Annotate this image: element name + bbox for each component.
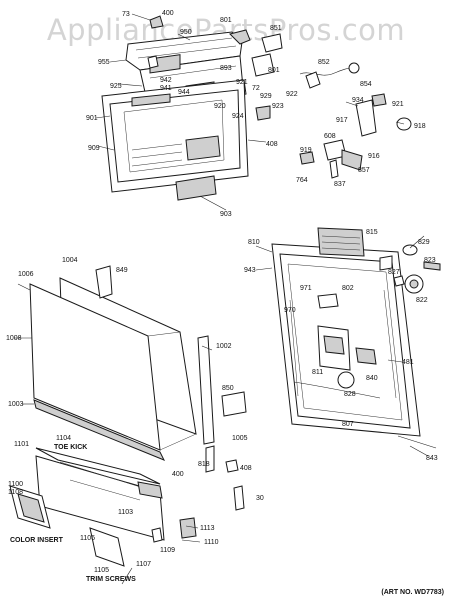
callout-920: 920 (214, 103, 226, 110)
callout-849: 849 (116, 267, 128, 274)
callout-400: 400 (162, 10, 174, 17)
callout-919: 919 (300, 147, 312, 154)
leader-lines (14, 13, 429, 585)
callout-918: 918 (414, 123, 426, 130)
callout-852: 852 (318, 59, 330, 66)
callout-917: 917 (336, 117, 348, 124)
trim-pieces (89, 517, 197, 567)
callout-801b: 801 (268, 67, 280, 74)
callout-893: 893 (220, 65, 232, 72)
callout-944: 944 (178, 89, 190, 96)
callout-823: 823 (424, 257, 436, 264)
callout-850: 850 (222, 385, 234, 392)
callout-807: 807 (342, 421, 354, 428)
callout-1104: 1104 (56, 435, 71, 442)
art-number: (ART NO. WD7783) (381, 589, 444, 596)
callout-1005: 1005 (232, 435, 248, 442)
callout-827: 827 (388, 269, 400, 276)
callout-1113: 1113 (200, 525, 215, 532)
outer-door-panel (29, 277, 197, 451)
vent-assembly (317, 227, 365, 257)
callout-924: 924 (232, 113, 244, 120)
callout-822: 822 (416, 297, 428, 304)
callout-909: 909 (88, 145, 100, 152)
callout-971: 971 (300, 285, 312, 292)
callout-1002: 1002 (216, 343, 232, 350)
callout-408: 408 (266, 141, 278, 148)
callout-1004: 1004 (62, 257, 78, 264)
callout-1108: 1108 (8, 489, 23, 496)
callout-408b: 408 (240, 465, 252, 472)
callout-903: 903 (220, 211, 232, 218)
callout-916: 916 (368, 153, 380, 160)
callout-934: 934 (352, 97, 364, 104)
callout-73: 73 (122, 11, 130, 18)
callout-929: 929 (260, 93, 272, 100)
callout-1110: 1110 (204, 539, 219, 546)
callout-764: 764 (296, 177, 308, 184)
callout-481: 481 (402, 359, 414, 366)
callout-810: 810 (248, 239, 260, 246)
escutcheon-panel (101, 79, 249, 193)
callout-1103: 1103 (118, 509, 133, 516)
callout-1008: 1008 (6, 335, 22, 342)
callout-72: 72 (252, 85, 260, 92)
callout-955: 955 (98, 59, 110, 66)
callout-1006: 1006 (18, 271, 34, 278)
callout-923: 923 (272, 103, 284, 110)
callout-854: 854 (360, 81, 372, 88)
callout-1106: 1106 (80, 535, 95, 542)
callout-400b: 400 (172, 471, 184, 478)
callout-921b: 921 (392, 101, 404, 108)
callout-1109: 1109 (160, 547, 175, 554)
callout-950: 950 (180, 29, 192, 36)
callout-941: 941 (160, 85, 172, 92)
callout-801: 801 (220, 17, 232, 24)
callout-857: 857 (358, 167, 370, 174)
callout-843: 843 (426, 455, 438, 462)
callout-921: 921 (236, 79, 248, 86)
panel-spacer-strip (33, 399, 166, 461)
callout-1105: 1105 (94, 567, 109, 574)
callout-1003: 1003 (8, 401, 24, 408)
callout-942: 942 (160, 77, 172, 84)
callout-901: 901 (86, 115, 98, 122)
door-frame-bracket (95, 265, 215, 445)
callout-840: 840 (366, 375, 378, 382)
switch-harness (299, 62, 360, 89)
callout-1100: 1100 (8, 481, 23, 488)
callout-925: 925 (110, 83, 122, 90)
door-seal-strip (293, 381, 437, 449)
toe-kick-parts (205, 391, 247, 511)
toe-kick-panel (35, 447, 165, 541)
callout-802: 802 (342, 285, 354, 292)
callout-837: 837 (334, 181, 346, 188)
callout-608: 608 (324, 133, 336, 140)
door-hinge-parts (317, 244, 441, 309)
callout-818: 818 (198, 461, 210, 468)
color-insert-panel (9, 485, 51, 529)
callout-851: 851 (270, 25, 282, 32)
callout-811: 811 (312, 369, 323, 376)
callout-1101: 1101 (14, 441, 29, 448)
callout-815: 815 (366, 229, 378, 236)
callout-1107: 1107 (136, 561, 151, 568)
color-insert-note: COLOR INSERT (10, 537, 64, 544)
callout-970: 970 (284, 307, 296, 314)
panel-label-plate (175, 175, 217, 201)
callout-943: 943 (244, 267, 256, 274)
callout-829: 829 (418, 239, 430, 246)
callout-922: 922 (286, 91, 298, 98)
toe-kick-note: TOE KICK (54, 444, 87, 451)
trim-screws-note: TRIM SCREWS (86, 576, 136, 583)
callout-30: 30 (256, 495, 264, 502)
callout-828: 828 (344, 391, 356, 398)
detergent-dispenser (317, 325, 377, 389)
